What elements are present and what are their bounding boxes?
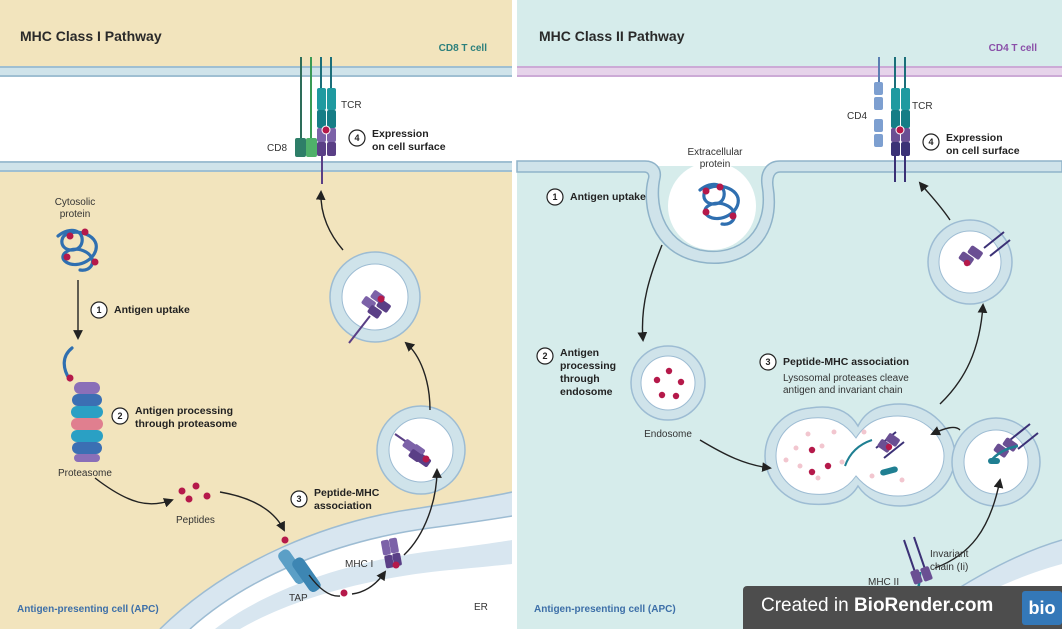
cd8-alpha [295,138,306,157]
er-label: ER [474,602,488,613]
biorender-logo: bio [1022,591,1062,625]
panel-separator [512,0,517,629]
class1-step4-line2: on cell surface [372,141,446,153]
cd4-t-cell-cytoplasm [517,76,1062,166]
class2-step3-number: 3 [765,357,770,367]
cd4-label: CD4 [847,111,867,122]
class1-step2-line1: Antigen processing [135,405,233,417]
invariant-chain-line1: Invariant [930,549,969,560]
class2-step1-label: Antigen uptake [570,191,646,203]
endosome-label: Endosome [644,429,692,440]
class2-step3-label: Peptide-MHC association [783,356,909,368]
class1-step1-number: 1 [96,305,101,315]
cytosolic-protein-line2: protein [60,209,91,220]
fusing-vesicles [764,403,956,507]
class2-step2-number: 2 [542,351,547,361]
class2-apc-label: Antigen-presenting cell (APC) [534,604,676,615]
class2-step4-number: 4 [928,137,933,147]
class1-step3-line2: association [314,500,372,512]
class2-step1-number: 1 [552,192,557,202]
mhc1-in-er [380,537,402,569]
class1-step-badges [90,129,366,508]
cytosolic-protein-line1: Cytosolic [55,197,96,208]
proteasome-label: Proteasome [58,468,112,479]
cd8-tcr-mhc-complex [295,57,336,184]
cytosolic-protein-icon [56,228,99,272]
class1-panel [0,0,513,629]
class2-step4-line2: on cell surface [946,145,1020,157]
class2-step3-desc-line2: antigen and invariant chain [783,385,903,396]
class2-step2-line2: processing [560,360,616,372]
biorender-watermark[interactable]: Created in BioRender.com bio [743,586,1062,629]
class2-step2-line3: through [560,373,600,385]
class2-step4-line1: Expression [946,132,1003,144]
class2-title: MHC Class II Pathway [539,28,685,44]
cd4-tcr-mhc2-complex [874,57,910,182]
mhc2-invariant-vesicle [951,417,1041,507]
proteasome-icon [62,346,103,462]
apc-membrane-left [0,161,512,172]
class2-step3-desc-line1: Lysosomal proteases cleave [783,373,909,384]
peptides-cluster [178,482,348,597]
tcr-label-left: TCR [341,100,362,111]
class1-step2-number: 2 [117,411,122,421]
tap-label: TAP [289,593,308,604]
class1-step4-number: 4 [354,133,359,143]
class1-step3-line1: Peptide-MHC [314,487,380,499]
class2-arrows [637,181,1004,569]
class1-apc-label: Antigen-presenting cell (APC) [17,604,159,615]
cd8-beta [306,138,317,157]
mhc1-label: MHC I [345,559,373,570]
mhc1-in-vesicle [348,290,391,344]
cd4-t-cell-label: CD4 T cell [989,43,1038,54]
class1-title: MHC Class I Pathway [20,28,162,44]
watermark-prefix: Created in [761,595,854,616]
watermark-text: Created in BioRender.com [761,595,993,617]
tcr-label-right: TCR [912,101,933,112]
class2-step-badges [536,133,940,371]
extracellular-protein-line2: protein [700,159,731,170]
extracellular-protein-line1: Extracellular [687,147,743,158]
extracellular-protein-icon [698,182,740,226]
cd8-t-cell-cytoplasm [0,76,512,166]
mhc2-label: MHC II [868,577,899,588]
class1-step1-label: Antigen uptake [114,304,190,316]
class2-panel [516,0,1062,629]
cd4-t-cell-membrane [517,66,1062,77]
tap-transporter [278,549,321,593]
mhc1-in-er-bud [394,433,431,467]
invariant-chain-line2: chain (Ii) [930,562,968,573]
class1-arrows [73,190,442,597]
endosome [630,345,706,421]
transport-vesicle-right [927,219,1013,305]
peptides-label: Peptides [176,515,215,526]
apc-membrane-right [516,160,1062,264]
tcr-alpha [317,88,326,110]
cd8-t-cell-label: CD8 T cell [439,43,488,54]
cd8-label: CD8 [267,143,287,154]
cd8-t-cell-membrane [0,66,512,77]
class1-step2-line2: through proteasome [135,418,237,430]
presented-peptide [321,125,331,135]
watermark-brand: BioRender.com [853,595,994,616]
class1-step3-number: 3 [296,494,301,504]
class2-step2-line1: Antigen [560,347,599,359]
class1-step4-line1: Expression [372,128,429,140]
class2-step2-line4: endosome [560,386,613,398]
